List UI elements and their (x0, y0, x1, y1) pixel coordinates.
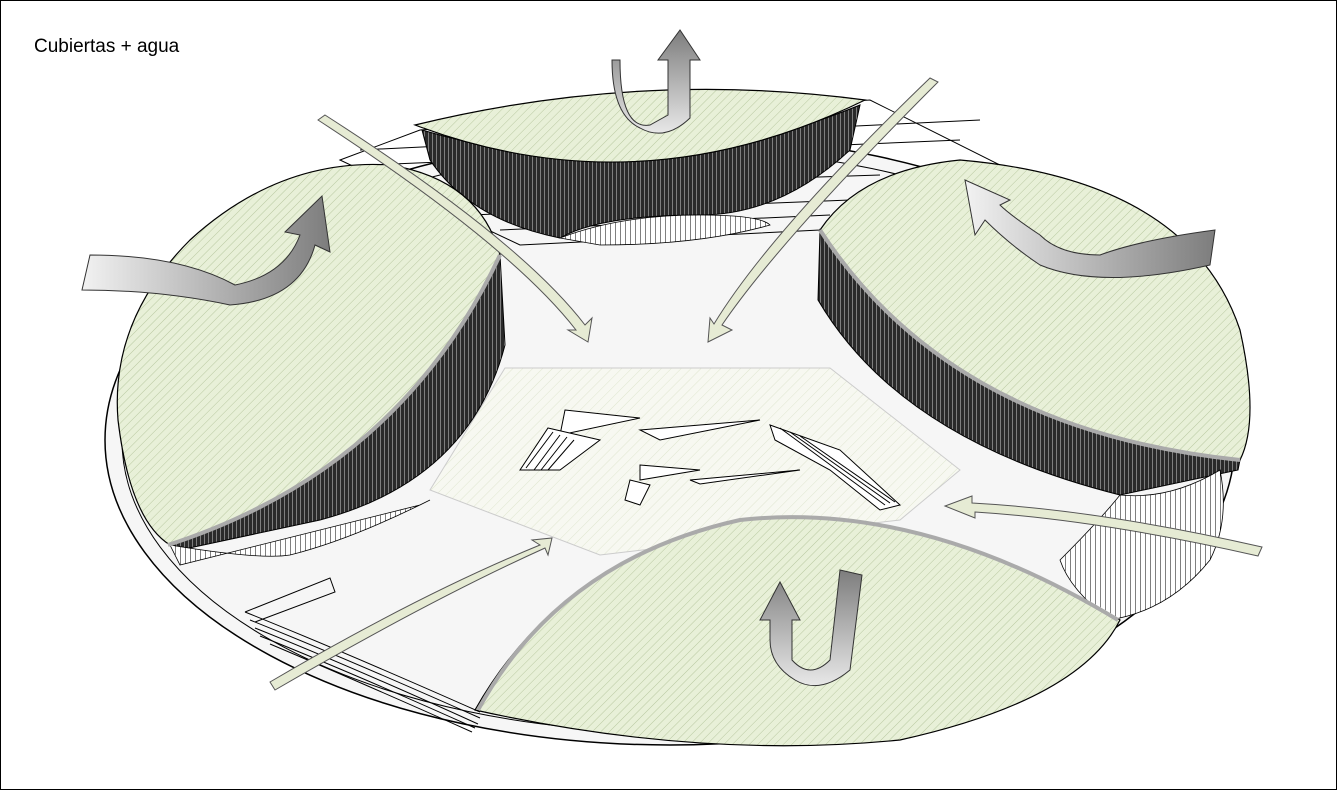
diagram-title: Cubiertas + agua (34, 36, 179, 58)
